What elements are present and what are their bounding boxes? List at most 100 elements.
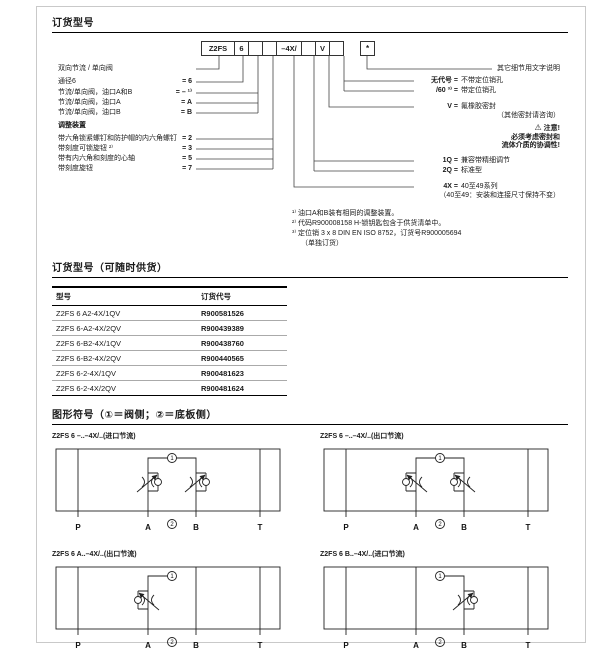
code-box-type: Z2FS (201, 41, 235, 56)
option-label: 带刻度旋钮 (58, 164, 93, 173)
option-label: 带定位销孔 (461, 86, 560, 95)
page-content: 订货型号 Z2FS 6 –4X/ V * 双向节流 / 单向阀 通径6 = 6 … (52, 14, 568, 657)
option-row-2q: 2Q = 标准型 (414, 166, 560, 175)
other-details-note: 其它细节用文字说明 (414, 64, 560, 73)
throttle-check-assembly (135, 585, 160, 615)
option-code: 4X = (414, 182, 458, 191)
option-code: 1Q = (414, 156, 458, 165)
option-value: = B (181, 108, 192, 117)
symbol-diagram-svg: 1 2 P A B T (320, 563, 552, 657)
option-label: 带有内六角和刻度的心轴 (58, 154, 135, 163)
port-label: T (526, 523, 531, 532)
code-cell: R900440565 (197, 351, 287, 366)
footnote-3-cont: （单独订货） (292, 239, 568, 249)
symbol-diagram-svg: 1 2 P A B T (52, 563, 284, 657)
option-label: 标准型 (461, 166, 560, 175)
option-value: = 3 (182, 144, 192, 153)
port-label: T (258, 523, 263, 532)
svg-text:1: 1 (170, 574, 174, 580)
option-value: = 7 (182, 164, 192, 173)
footnote-1: ¹⁾ 油口A和B装有相同的调整装置。 (292, 209, 568, 219)
code-box-pin (329, 41, 344, 56)
option-label: 通径6 (58, 77, 76, 86)
option-row-port-b: 节流/单向阀，油口B = B (58, 108, 192, 117)
warning-icon: ⚠ (534, 123, 541, 132)
port-label: B (461, 523, 467, 532)
model-cell: Z2FS 6-2-4X/2QV (52, 381, 197, 396)
warning-line-2: 流体介质的协调性! (414, 141, 560, 150)
code-box-star: * (360, 41, 375, 56)
symbols-section-title: 图形符号（①＝阀侧；②＝底板侧） (52, 406, 568, 425)
option-label: 节流/单向阀，油口A (58, 98, 121, 107)
code-box-size: 6 (234, 41, 249, 56)
port-label: B (193, 641, 199, 650)
option-code: 2Q = (414, 166, 458, 175)
option-value: = A (181, 98, 192, 107)
option-row-seal: V = 氟橡胶密封 (414, 102, 560, 111)
available-section-title: 订货型号（可随时供货） (52, 259, 568, 278)
svg-text:1: 1 (170, 456, 174, 462)
table-header-row: 型号 订货代号 (52, 287, 287, 306)
code-box-row: Z2FS 6 –4X/ V (202, 41, 344, 56)
option-label: 双向节流 / 单向阀 (58, 64, 113, 73)
code-cell: R900481623 (197, 366, 287, 381)
symbol-caption: Z2FS 6 –..–4X/..(出口节流) (320, 431, 562, 441)
throttle-check-assembly (137, 467, 162, 497)
port-label: P (343, 641, 349, 650)
port-label: A (413, 641, 419, 650)
port-label: T (258, 641, 263, 650)
option-label: 氟橡胶密封 (461, 102, 560, 111)
port-label: B (461, 641, 467, 650)
code-cell: R900438760 (197, 336, 287, 351)
port-label: A (413, 523, 419, 532)
table-header-code: 订货代号 (197, 287, 287, 306)
warning-title: 注意! (544, 125, 560, 132)
option-label: 节流/单向阀，油口A和B (58, 88, 132, 97)
symbol-diagram-svg: 1 2 P A B T (52, 445, 284, 539)
option-label: 带六角锁紧螺钉和防护帽的内六角螺钉 (58, 134, 177, 143)
port-label: P (343, 523, 349, 532)
symbol-diagram-svg: 1 2 P A B T (320, 445, 552, 539)
svg-text:1: 1 (438, 456, 442, 462)
svg-text:1: 1 (438, 574, 442, 580)
svg-text:2: 2 (438, 522, 442, 528)
symbol-panel-a-meter-out: Z2FS 6 A..–4X/..(出口节流) 1 2 P A B (52, 549, 294, 657)
option-code: /60 ³⁾ = (414, 86, 458, 95)
code-box-seal: V (315, 41, 330, 56)
seal-note: （其他密封请咨询） (414, 111, 560, 120)
symbol-panel-b-meter-in: Z2FS 6 B..–4X/..(进口节流) 1 2 P A B (320, 549, 562, 657)
option-value: = 5 (182, 154, 192, 163)
throttle-check-assembly (451, 467, 476, 497)
option-code: V = (414, 102, 458, 111)
code-box-q (301, 41, 316, 56)
model-cell: Z2FS 6 A2-4X/1QV (52, 306, 197, 321)
code-box-port (248, 41, 263, 56)
option-row-valve-type: 双向节流 / 单向阀 (58, 64, 192, 73)
symbol-panel-double-meter-out: Z2FS 6 –..–4X/..(出口节流) 1 2 P A (320, 431, 562, 539)
model-cell: Z2FS 6-2-4X/1QV (52, 366, 197, 381)
adjust-header: 调整装置 (58, 121, 86, 130)
option-label: 带刻度可锁旋钮 ²⁾ (58, 144, 113, 153)
throttle-check-assembly (403, 467, 428, 497)
option-label: 节流/单向阀，油口B (58, 108, 121, 117)
series-note: （40至49：安装和连接尺寸保持不变） (414, 191, 560, 200)
option-row-size: 通径6 = 6 (58, 77, 192, 86)
symbol-caption: Z2FS 6 –..–4X/..(进口节流) (52, 431, 294, 441)
option-row-port-a: 节流/单向阀，油口A = A (58, 98, 192, 107)
option-label: 40至49系列 (461, 182, 560, 191)
svg-text:2: 2 (170, 640, 174, 646)
port-label: B (193, 523, 199, 532)
option-row-series: 4X = 40至49系列 (414, 182, 560, 191)
throttle-check-assembly (185, 467, 210, 497)
option-label: 兼容带精细调节 (461, 156, 560, 165)
model-cell: Z2FS 6-B2-4X/1QV (52, 336, 197, 351)
option-row-no-pin: 无代号 = 不带定位销孔 (414, 76, 560, 85)
model-cell: Z2FS 6-B2-4X/2QV (52, 351, 197, 366)
